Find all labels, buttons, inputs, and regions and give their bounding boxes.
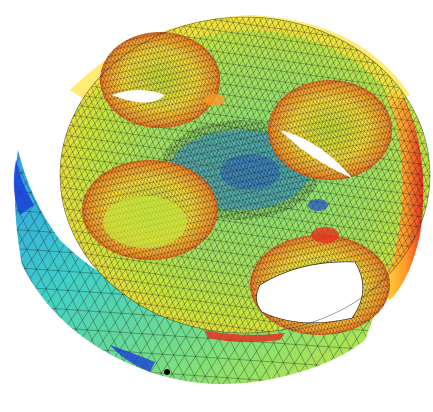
- side-red-streak: [205, 330, 285, 343]
- hole-bottom-right-opening: [256, 261, 363, 323]
- hot-spot-center: [205, 94, 225, 106]
- hole-bottom-left-floor: [103, 196, 187, 248]
- side-blue-patch: [13, 160, 34, 215]
- marker-dot: [164, 369, 170, 375]
- hole-bottom-right-opening-rim: [256, 261, 364, 324]
- side-blue-patch-bottom: [110, 345, 155, 372]
- part-top-outline: [59, 16, 431, 334]
- hole-top-right-mesh: [268, 80, 392, 180]
- hot-spot-right: [311, 227, 339, 243]
- hole-top-left-opening: [112, 90, 165, 103]
- hole-top-right-opening: [280, 130, 352, 178]
- hole-top-left-mesh: [100, 32, 220, 128]
- cool-spot-right: [308, 199, 328, 211]
